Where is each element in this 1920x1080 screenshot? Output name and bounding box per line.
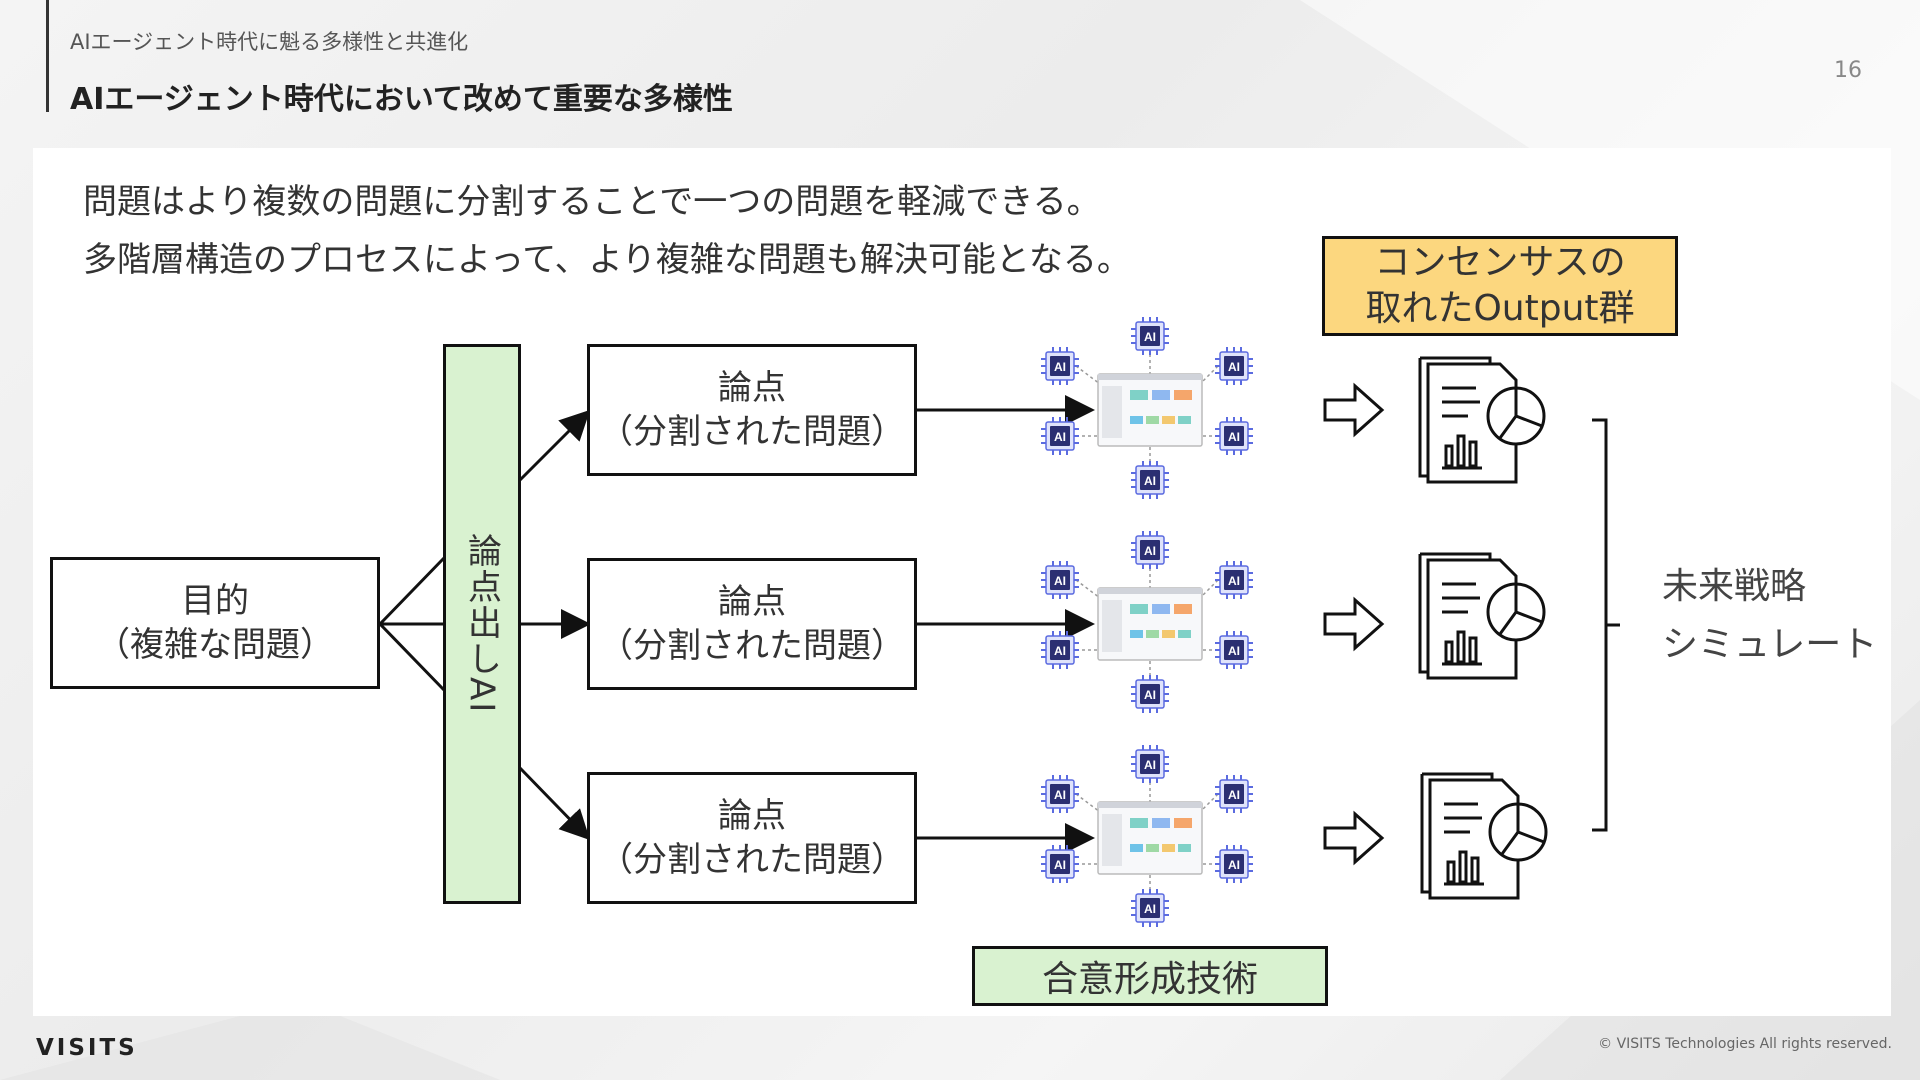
- svg-text:AI: AI: [1054, 858, 1066, 872]
- ai-chip-icon: AI: [1131, 745, 1169, 783]
- header-accent-bar: [46, 0, 49, 112]
- svg-text:AI: AI: [1144, 758, 1156, 772]
- ai-chip-icon: AI: [1041, 775, 1079, 813]
- issue-extractor-label: 論点出しAI: [461, 533, 502, 715]
- ai-chip-icon: AI: [1215, 775, 1253, 813]
- ai-agent-cluster-2: AI AI AI AI AI AI: [1041, 531, 1253, 713]
- issue-1-subtitle: （分割された問題）: [599, 412, 905, 452]
- svg-text:AI: AI: [1144, 544, 1156, 558]
- output-bracket: [1592, 418, 1608, 832]
- connector-goal-bottom: [378, 622, 446, 692]
- ai-chip-icon: AI: [1131, 317, 1169, 355]
- svg-text:AI: AI: [1054, 574, 1066, 588]
- svg-text:AI: AI: [1228, 360, 1240, 374]
- ai-agent-cluster-1: AI AI AI AI AI AI: [1041, 317, 1253, 499]
- issue-1-title: 論点: [718, 368, 786, 408]
- issue-2-title: 論点: [718, 582, 786, 622]
- svg-text:AI: AI: [1228, 858, 1240, 872]
- report-icon-3: [1420, 772, 1548, 900]
- ai-chip-icon: AI: [1041, 347, 1079, 385]
- ai-chip-icon: AI: [1041, 631, 1079, 669]
- connector-goal-top: [378, 556, 446, 626]
- future-line-2: シミュレート: [1662, 624, 1878, 665]
- arrow-to-issue-1: [518, 409, 591, 482]
- svg-text:AI: AI: [1144, 474, 1156, 488]
- report-icon-1: [1418, 356, 1546, 484]
- goal-title: 目的: [181, 581, 249, 621]
- ai-chip-icon: AI: [1215, 417, 1253, 455]
- issue-2-subtitle: （分割された問題）: [599, 626, 905, 666]
- ai-chip-icon: AI: [1041, 561, 1079, 599]
- description-line-2: 多階層構造のプロセスによって、より複雑な問題も解決可能となる。: [83, 240, 1131, 280]
- issue-3-title: 論点: [718, 796, 786, 836]
- svg-text:AI: AI: [1228, 430, 1240, 444]
- arrow-to-issue-3: [518, 766, 591, 841]
- issue-extractor-ai-box: 論点出しAI: [443, 344, 521, 904]
- ai-chip-icon: AI: [1131, 675, 1169, 713]
- consensus-output-line-1: コンセンサスの: [1374, 242, 1626, 283]
- goal-box: 目的 （複雑な問題）: [50, 557, 380, 689]
- svg-text:AI: AI: [1054, 644, 1066, 658]
- svg-text:AI: AI: [1054, 430, 1066, 444]
- ai-chip-icon: AI: [1215, 845, 1253, 883]
- consensus-tech-label: 合意形成技術: [1041, 959, 1258, 1000]
- ai-chip-icon: AI: [1131, 889, 1169, 927]
- ai-chip-icon: AI: [1041, 417, 1079, 455]
- consensus-output-box: コンセンサスの 取れたOutput群: [1322, 236, 1678, 336]
- consensus-tech-box: 合意形成技術: [972, 946, 1328, 1006]
- issue-3-subtitle: （分割された問題）: [599, 840, 905, 880]
- hollow-arrow-1: [1323, 382, 1385, 438]
- visits-logo: VISITS: [36, 1035, 138, 1061]
- ai-chip-icon: AI: [1215, 561, 1253, 599]
- ai-chip-icon: AI: [1215, 631, 1253, 669]
- issue-box-3: 論点 （分割された問題）: [587, 772, 917, 904]
- svg-text:AI: AI: [1054, 788, 1066, 802]
- svg-text:AI: AI: [1228, 788, 1240, 802]
- goal-subtitle: （複雑な問題）: [96, 625, 334, 665]
- future-strategy-text: 未来戦略 シミュレート: [1662, 558, 1877, 674]
- svg-text:AI: AI: [1054, 360, 1066, 374]
- ai-chip-icon: AI: [1131, 531, 1169, 569]
- svg-text:AI: AI: [1144, 902, 1156, 916]
- hollow-arrow-2: [1323, 596, 1385, 652]
- ai-chip-icon: AI: [1041, 845, 1079, 883]
- issue-box-2: 論点 （分割された問題）: [587, 558, 917, 690]
- copyright-text: © VISITS Technologies All rights reserve…: [1598, 1036, 1892, 1052]
- page-title: AIエージェント時代において改めて重要な多様性: [70, 82, 733, 117]
- svg-text:AI: AI: [1144, 330, 1156, 344]
- ai-chip-icon: AI: [1215, 347, 1253, 385]
- ai-chip-icon: AI: [1131, 461, 1169, 499]
- svg-text:AI: AI: [1228, 574, 1240, 588]
- issue-box-1: 論点 （分割された問題）: [587, 344, 917, 476]
- ai-agent-cluster-3: AI AI AI AI AI AI: [1041, 745, 1253, 927]
- svg-text:AI: AI: [1144, 688, 1156, 702]
- page-number: 16: [1834, 58, 1862, 83]
- description-line-1: 問題はより複数の問題に分割することで一つの問題を軽減できる。: [83, 182, 1101, 222]
- future-line-1: 未来戦略: [1662, 566, 1807, 607]
- consensus-output-line-2: 取れたOutput群: [1365, 288, 1635, 329]
- report-icon-2: [1418, 552, 1546, 680]
- svg-text:AI: AI: [1228, 644, 1240, 658]
- hollow-arrow-3: [1323, 810, 1385, 866]
- section-label: AIエージェント時代に魁る多様性と共進化: [70, 30, 469, 54]
